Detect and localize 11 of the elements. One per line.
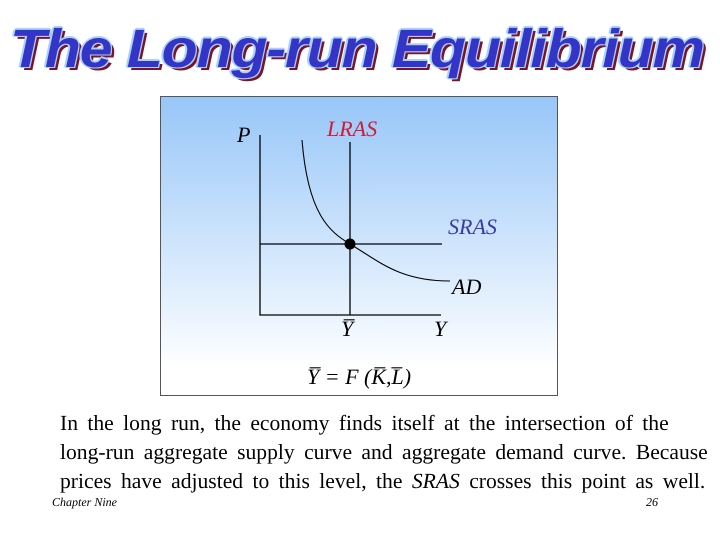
axis-label: P — [237, 124, 250, 146]
page-number: 26 — [646, 496, 658, 508]
caption: In the long run, the economy finds itself at the intersection of the long-run aggregate supply curve and aggregate demand curve. Because prices have adjusted to this level, the SRAS crosses this point as well. — [60, 410, 709, 495]
curve-label: AD — [452, 276, 482, 298]
axis-label: Y̅ — [341, 318, 354, 340]
axis-label: Y — [434, 318, 446, 340]
title: The Long-run Equilibrium — [10, 18, 704, 80]
curve-label: LRAS — [327, 118, 378, 140]
curve-label: SRAS — [448, 216, 497, 238]
footer-text: Chapter Nine — [52, 496, 117, 508]
formula: Y̅ = F (K̅,L̅) — [307, 366, 412, 388]
